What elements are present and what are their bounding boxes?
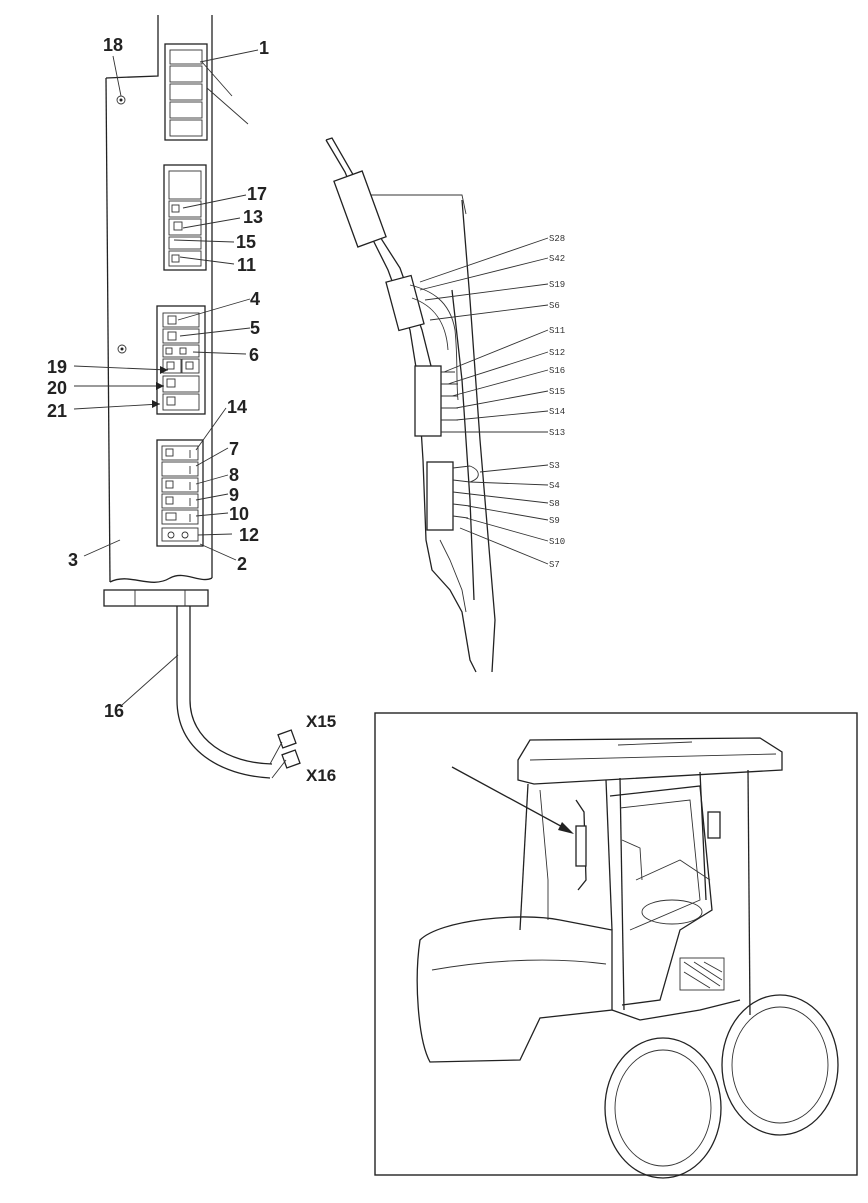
label-s12: S12 <box>549 348 565 358</box>
callout-10: 10 <box>229 504 249 524</box>
callout-1: 1 <box>259 38 269 58</box>
middle-connector-block <box>414 365 442 437</box>
label-s13: S13 <box>549 428 565 438</box>
callout-5: 5 <box>250 318 260 338</box>
label-s16: S16 <box>549 366 565 376</box>
callout-12: 12 <box>239 525 259 545</box>
callout-leaders <box>73 49 259 706</box>
upper-switch-group <box>163 164 207 271</box>
callout-8: 8 <box>229 465 239 485</box>
label-s15: S15 <box>549 387 565 397</box>
callout-20: 20 <box>47 378 67 398</box>
connector-x16-label: X16 <box>306 766 336 785</box>
label-s11: S11 <box>549 326 565 336</box>
callout-4: 4 <box>250 289 260 309</box>
switch-labels: S28 S42 S19 S6 S11 S12 S16 S15 S14 S13 S… <box>549 234 565 570</box>
label-s14: S14 <box>549 407 565 417</box>
display-unit <box>164 43 208 141</box>
label-s28: S28 <box>549 234 565 244</box>
label-s3: S3 <box>549 461 560 471</box>
label-s42: S42 <box>549 254 565 264</box>
screw-middle <box>117 344 127 354</box>
callout-18: 18 <box>103 35 123 55</box>
callout-11: 11 <box>237 255 256 275</box>
callout-9: 9 <box>229 485 239 505</box>
callout-7: 7 <box>229 439 239 459</box>
connector-x15-label: X15 <box>306 712 336 731</box>
label-s9: S9 <box>549 516 560 526</box>
label-s4: S4 <box>549 481 560 491</box>
callout-3: 3 <box>68 550 78 570</box>
callout-21: 21 <box>47 401 67 421</box>
label-s8: S8 <box>549 499 560 509</box>
label-s10: S10 <box>549 537 565 547</box>
callout-16: 16 <box>104 701 124 721</box>
callout-15: 15 <box>236 232 256 252</box>
inset-frame <box>374 712 858 1176</box>
callout-17: 17 <box>247 184 267 204</box>
label-s19: S19 <box>549 280 565 290</box>
callout-2: 2 <box>237 554 247 574</box>
callout-13: 13 <box>243 207 263 227</box>
callout-6: 6 <box>249 345 259 365</box>
label-s7: S7 <box>549 560 560 570</box>
callout-19: 19 <box>47 357 67 377</box>
callout-numbers: 18 1 17 13 15 11 4 5 6 19 20 21 14 7 8 9… <box>47 35 336 785</box>
label-s6: S6 <box>549 301 560 311</box>
callout-14: 14 <box>227 397 247 417</box>
machine-location-inset <box>374 712 858 1179</box>
lower-switch-group <box>156 439 204 547</box>
switch-panel-side-view: S28 S42 S19 S6 S11 S12 S16 S15 S14 S13 S… <box>325 137 565 673</box>
lower-connector-block <box>426 461 454 531</box>
connector-plugs <box>269 729 301 779</box>
switch-panel-front-view: 18 1 17 13 15 11 4 5 6 19 20 21 14 7 8 9… <box>47 15 336 785</box>
switch-label-leaders <box>419 237 549 565</box>
